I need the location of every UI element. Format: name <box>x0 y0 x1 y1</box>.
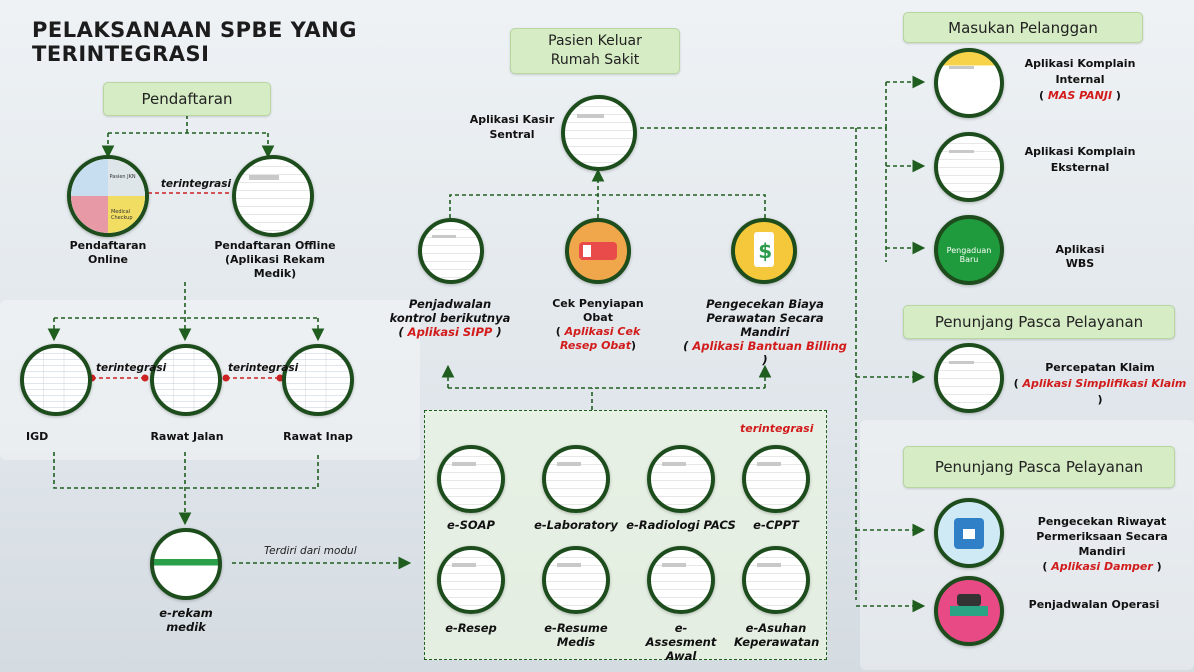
module-esoap-icon <box>437 445 505 513</box>
label-terdiri-dari-modul: Terdiri dari modul <box>264 545 357 557</box>
module-eradiologi-icon <box>647 445 715 513</box>
cek-resep-obat-icon <box>565 218 631 284</box>
simplifikasi-klaim-icon <box>934 343 1004 413</box>
damper-icon <box>934 498 1004 568</box>
label-text: Penjadwalan kontrol berikutnya <box>389 297 511 325</box>
label-komplain-eksternal: Aplikasi Komplain Eksternal <box>1024 145 1136 174</box>
rawat-jalan-icon <box>150 344 222 416</box>
label-text: Cek Penyiapan Obat <box>552 297 644 324</box>
wbs-icon-label: Pengaduan Baru <box>946 246 992 265</box>
igd-icon <box>20 344 92 416</box>
label-module: e-Laboratory <box>534 518 618 532</box>
box-penunjang-1: Penunjang Pasca Pelayanan <box>903 305 1175 339</box>
label-red: Aplikasi Bantuan Billing <box>692 339 847 353</box>
label-red: Aplikasi Damper <box>1051 560 1153 573</box>
label-rawat-jalan: Rawat Jalan <box>150 430 224 443</box>
label-module: e-SOAP <box>447 518 495 532</box>
box-pendaftaran: Pendaftaran <box>103 82 271 116</box>
pendaftaran-offline-icon <box>232 155 314 237</box>
label-rawat-inap: Rawat Inap <box>283 430 353 443</box>
label-klaim: Percepatan Klaim( Aplikasi Simplifikasi … <box>1013 361 1187 406</box>
label-terintegrasi: terintegrasi <box>228 362 299 374</box>
label-module: e-Resep <box>445 621 497 635</box>
kasir-sentral-icon <box>561 95 637 171</box>
tile-label: Medical Checkup <box>110 209 133 222</box>
label-module: e-CPPT <box>753 518 799 532</box>
label-riwayat: Pengecekan Riwayat Permeriksaan Secara M… <box>1036 515 1168 573</box>
komplain-internal-icon <box>934 48 1004 118</box>
page-title: PELAKSANAAN SPBE YANG TERINTEGRASI <box>32 18 357 66</box>
label-text: Pengecekan Riwayat Permeriksaan Secara M… <box>1036 515 1168 558</box>
label-red: Aplikasi Cek Resep Obat <box>559 325 641 352</box>
sipp-icon <box>418 218 484 284</box>
module-eresep-icon <box>437 546 505 614</box>
module-elaboratory-icon <box>542 445 610 513</box>
label-text: Pendaftaran Offline <box>214 239 336 252</box>
label-penjadwalan-operasi: Penjadwalan Operasi <box>1028 598 1160 611</box>
label-text: Percepatan Klaim <box>1045 361 1155 374</box>
wbs-icon: Pengaduan Baru <box>934 215 1004 285</box>
label-red: Aplikasi Simplifikasi Klaim <box>1022 377 1187 390</box>
label-text: Pengecekan Biaya Perawatan Secara Mandir… <box>706 297 824 339</box>
label-pendaftaran-online: Pendaftaran Online <box>69 239 147 266</box>
label-terintegrasi: terintegrasi <box>160 178 232 190</box>
label-billing: Pengecekan Biaya Perawatan Secara Mandir… <box>683 297 847 367</box>
label-cek-obat: Cek Penyiapan Obat( Aplikasi Cek Resep O… <box>552 297 644 352</box>
label-module: e-Resume Medis <box>544 621 608 649</box>
bantuan-billing-icon: $ <box>731 218 797 284</box>
label-red: MAS PANJI <box>1047 89 1113 102</box>
label-igd: IGD <box>26 430 49 443</box>
label-pendaftaran-offline: Pendaftaran Offline (Aplikasi Rekam Medi… <box>204 239 346 281</box>
pendaftaran-online-icon: Pasien JKN Medical Checkup <box>67 155 149 237</box>
box-pasien-keluar: Pasien Keluar Rumah Sakit <box>510 28 680 74</box>
label-text: Aplikasi Komplain Internal <box>1024 57 1136 86</box>
komplain-eksternal-icon <box>934 132 1004 202</box>
erekam-medik-icon <box>150 528 222 600</box>
label-terintegrasi: terintegrasi <box>96 362 167 374</box>
label-sipp: Penjadwalan kontrol berikutnya( Aplikasi… <box>389 297 511 339</box>
label-komplain-internal: Aplikasi Komplain Internal( MAS PANJI ) <box>1024 57 1136 102</box>
module-eresume-icon <box>542 546 610 614</box>
label-terintegrasi-modules: terintegrasi <box>740 422 814 435</box>
label-kasir-sentral: Aplikasi Kasir Sentral <box>469 113 555 141</box>
label-module: e-Radiologi PACS <box>626 518 736 532</box>
tile-label: Pasien JKN <box>109 173 136 180</box>
label-red: Aplikasi SIPP <box>407 325 493 339</box>
box-masukan-pelanggan: Masukan Pelanggan <box>903 12 1143 43</box>
label-module: e-Assesment Awal <box>645 621 717 663</box>
module-easuhan-icon <box>742 546 810 614</box>
rawat-inap-icon <box>282 344 354 416</box>
label-module: e-Asuhan Keperawatan <box>734 621 820 649</box>
label-erekam-medik: e-rekam medik <box>159 606 213 634</box>
box-penunjang-2: Penunjang Pasca Pelayanan <box>903 446 1175 488</box>
penjadwalan-operasi-icon <box>934 576 1004 646</box>
label-wbs: Aplikasi WBS <box>1055 243 1105 270</box>
label-text: (Aplikasi Rekam Medik) <box>225 253 325 280</box>
module-ecppt-icon <box>742 445 810 513</box>
module-eassesment-icon <box>647 546 715 614</box>
